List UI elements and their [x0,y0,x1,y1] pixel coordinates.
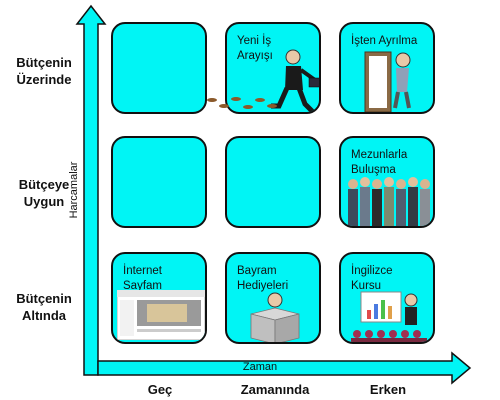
group-of-people-icon [348,177,430,226]
x-axis-label: Zaman [242,361,278,373]
row-label-on-budget: Bütçeye Uygun [18,177,70,209]
cell-on-budget-late [111,136,207,228]
cell-on-budget-early: Mezunlarla Buluşma [339,136,435,228]
man-leaving-door-icon [364,51,411,112]
cell-title: İnternet Sayfam [123,265,162,292]
column-label-early: Erken [369,382,407,397]
cell-title: Bayram Hediyeleri [237,265,289,292]
cell-over-budget-early: İşten Ayrılma [339,22,435,114]
cell-on-budget-on-time [225,136,321,228]
cell-under-budget-late: İnternet Sayfam [111,252,207,344]
cell-title: Mezunlarla Buluşma [351,149,408,176]
presenter-whiteboard-icon [351,291,427,342]
column-label-late: Geç [147,382,173,397]
cell-under-budget-early: İngilizce Kursu [339,252,435,344]
y-axis-arrow [75,4,107,376]
cell-title: İşten Ayrılma [351,35,418,47]
cell-title: İngilizce Kursu [351,265,393,292]
cell-under-budget-on-time: Bayram Hediyeleri [225,252,321,344]
footprints-icon [207,97,277,109]
row-label-over-budget: Bütçenin Üzerinde [16,55,72,87]
cell-over-budget-late [111,22,207,114]
row-label-under-budget: Bütçenin Altında [16,291,72,323]
cell-title: Yeni İş Arayışı [237,35,273,62]
website-screenshot-icon [117,290,205,340]
x-axis-arrow [97,351,472,385]
running-man-briefcase-icon [271,49,319,112]
column-label-on-time: Zamanında [240,382,310,397]
gift-box-man-icon [250,292,300,342]
cell-over-budget-on-time: Yeni İş Arayışı [225,22,321,114]
